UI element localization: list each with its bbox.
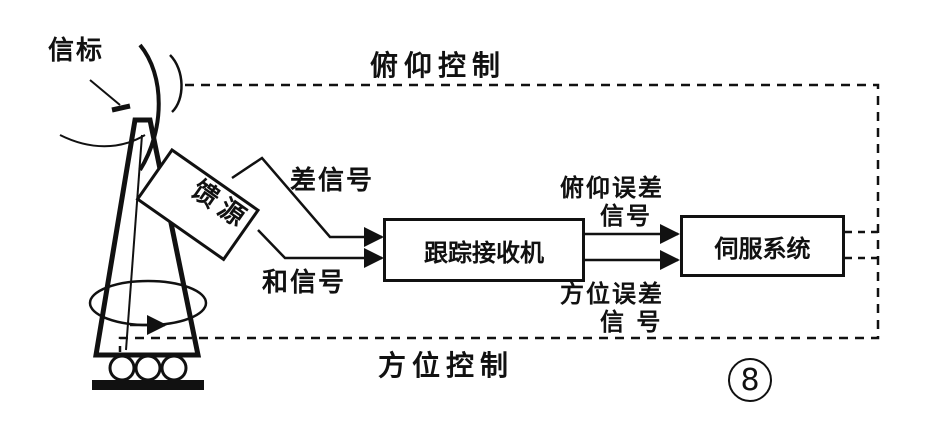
- elevation-rotation-arc: [169, 54, 183, 113]
- elevation-error-label-1: 俯仰误差: [560, 174, 664, 202]
- sum-signal-line: [257, 229, 384, 268]
- difference-signal-line: [231, 156, 384, 247]
- elevation-error-label-2: 信号: [600, 202, 652, 230]
- azimuth-error-label-1: 方位误差: [560, 280, 664, 308]
- servo-system-block: 伺服系统: [680, 215, 845, 277]
- beacon-pointer: [89, 79, 121, 106]
- feed-box: [135, 147, 261, 262]
- base-wheel: [160, 354, 188, 382]
- base-wheel: [108, 354, 136, 382]
- azimuth-error-label-2: 信 号: [600, 308, 663, 336]
- reflector-dish: [138, 43, 161, 172]
- figure-number: 8: [740, 362, 760, 398]
- tower-inner-line: [125, 134, 143, 351]
- reflector-dish-back: [59, 134, 146, 148]
- antenna-tower: [93, 117, 202, 358]
- feed-support: [111, 103, 131, 113]
- elevation-control-label: 俯仰控制: [370, 49, 507, 82]
- figure-number-badge: 8: [728, 358, 772, 402]
- tracking-receiver-block: 跟踪接收机: [383, 218, 585, 282]
- azimuth-control-label: 方位控制: [378, 349, 515, 382]
- beacon-label: 信标: [48, 36, 105, 66]
- elevation-control-loop: [118, 83, 880, 352]
- base-ground: [92, 380, 204, 390]
- base-wheel: [134, 354, 162, 382]
- difference-signal-label: 差信号: [290, 166, 375, 196]
- sum-signal-label: 和信号: [262, 268, 347, 298]
